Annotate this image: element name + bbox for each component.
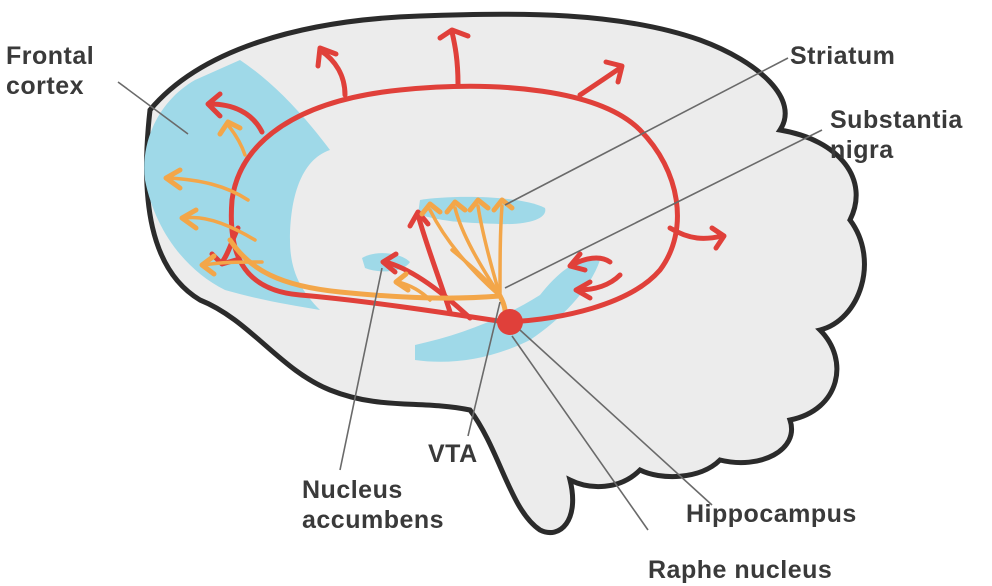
label-vta: VTA [428, 440, 478, 468]
dopamine-fan-4 [500, 206, 502, 296]
label-frontal-cortex-line1: Frontal [6, 42, 94, 70]
label-frontal-cortex-line2: cortex [6, 72, 84, 100]
label-raphe-nucleus: Raphe nucleus [648, 556, 832, 584]
label-substantia-nigra-line2: nigra [830, 136, 894, 164]
label-nucleus-accumbens-line1: Nucleus [302, 476, 403, 504]
label-striatum: Striatum [790, 42, 895, 70]
label-nucleus-accumbens-line2: accumbens [302, 506, 444, 534]
raphe-nucleus-node [497, 309, 523, 335]
label-substantia-nigra-line1: Substantia [830, 106, 963, 134]
label-hippocampus: Hippocampus [686, 500, 857, 528]
